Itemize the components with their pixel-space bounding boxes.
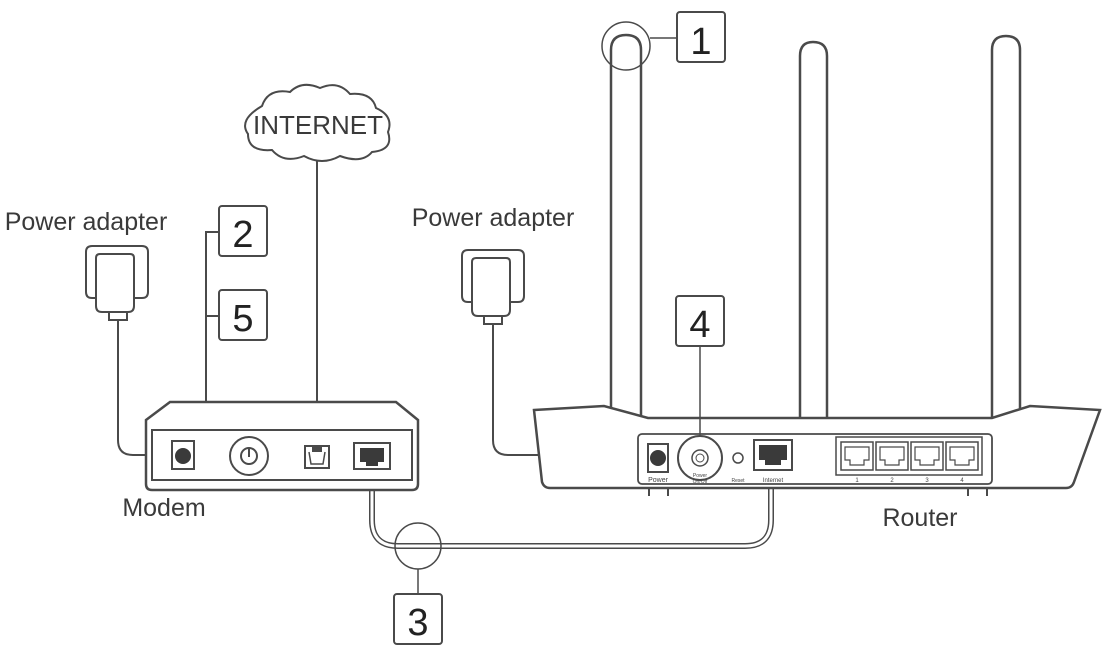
router-power-adapter-label: Power adapter xyxy=(412,204,575,232)
ethernet-cable-inner xyxy=(370,468,773,548)
modem-label: Modem xyxy=(122,494,205,522)
router-lan-port-3 xyxy=(910,441,944,471)
router-reset-button xyxy=(732,452,744,464)
modem-dsl-port xyxy=(304,445,330,469)
router-antenna-middle xyxy=(798,40,829,420)
callout-3: 3 xyxy=(393,593,443,645)
router-port-label-lan3: 3 xyxy=(925,478,929,484)
callout-1: 1 xyxy=(676,11,726,63)
router-internet-port xyxy=(753,439,793,471)
callout-3-number: 3 xyxy=(407,602,428,644)
callout-2-number: 2 xyxy=(232,214,253,256)
modem xyxy=(144,400,420,492)
modem-power-adapter xyxy=(85,245,149,321)
router-port-label-power: Power xyxy=(648,477,669,484)
modem-power-button xyxy=(229,436,269,476)
router-power-cable xyxy=(492,322,651,456)
router-antenna-right xyxy=(990,34,1022,420)
router-lan-port-2 xyxy=(875,441,909,471)
router-antenna-left xyxy=(609,33,643,420)
router-port-label-lan4: 4 xyxy=(960,478,964,484)
callout-circle-antenna xyxy=(601,21,651,71)
router-power-port xyxy=(647,443,669,473)
router-port-label-internet: Internet xyxy=(763,478,784,484)
router: Power Power On/Off Reset Internet 1 2 3 … xyxy=(532,33,1102,496)
internet-label: INTERNET xyxy=(253,110,383,140)
router-label: Router xyxy=(882,504,957,532)
router-lan-port-4 xyxy=(945,441,979,471)
modem-power-cable xyxy=(117,318,178,456)
router-lan-port-1 xyxy=(840,441,874,471)
callout-4-number: 4 xyxy=(689,304,710,346)
router-port-label-switch-1: Power xyxy=(693,473,708,479)
router-power-adapter xyxy=(461,249,525,325)
callout-1-number: 1 xyxy=(690,21,711,63)
internet-cloud: INTERNET xyxy=(244,83,391,162)
modem-power-adapter-label: Power adapter xyxy=(5,208,168,236)
callout-2: 2 xyxy=(218,205,268,257)
router-port-label-switch-2: On/Off xyxy=(693,479,708,485)
callout-5: 5 xyxy=(218,289,268,341)
modem-ethernet-port xyxy=(353,442,391,470)
router-port-label-reset: Reset xyxy=(731,478,745,484)
callout-4: 4 xyxy=(675,295,725,347)
router-port-label-lan1: 1 xyxy=(855,478,859,484)
modem-power-port xyxy=(171,440,195,470)
router-port-label-lan2: 2 xyxy=(890,478,894,484)
router-power-switch xyxy=(677,435,723,481)
callout-5-number: 5 xyxy=(232,298,253,340)
